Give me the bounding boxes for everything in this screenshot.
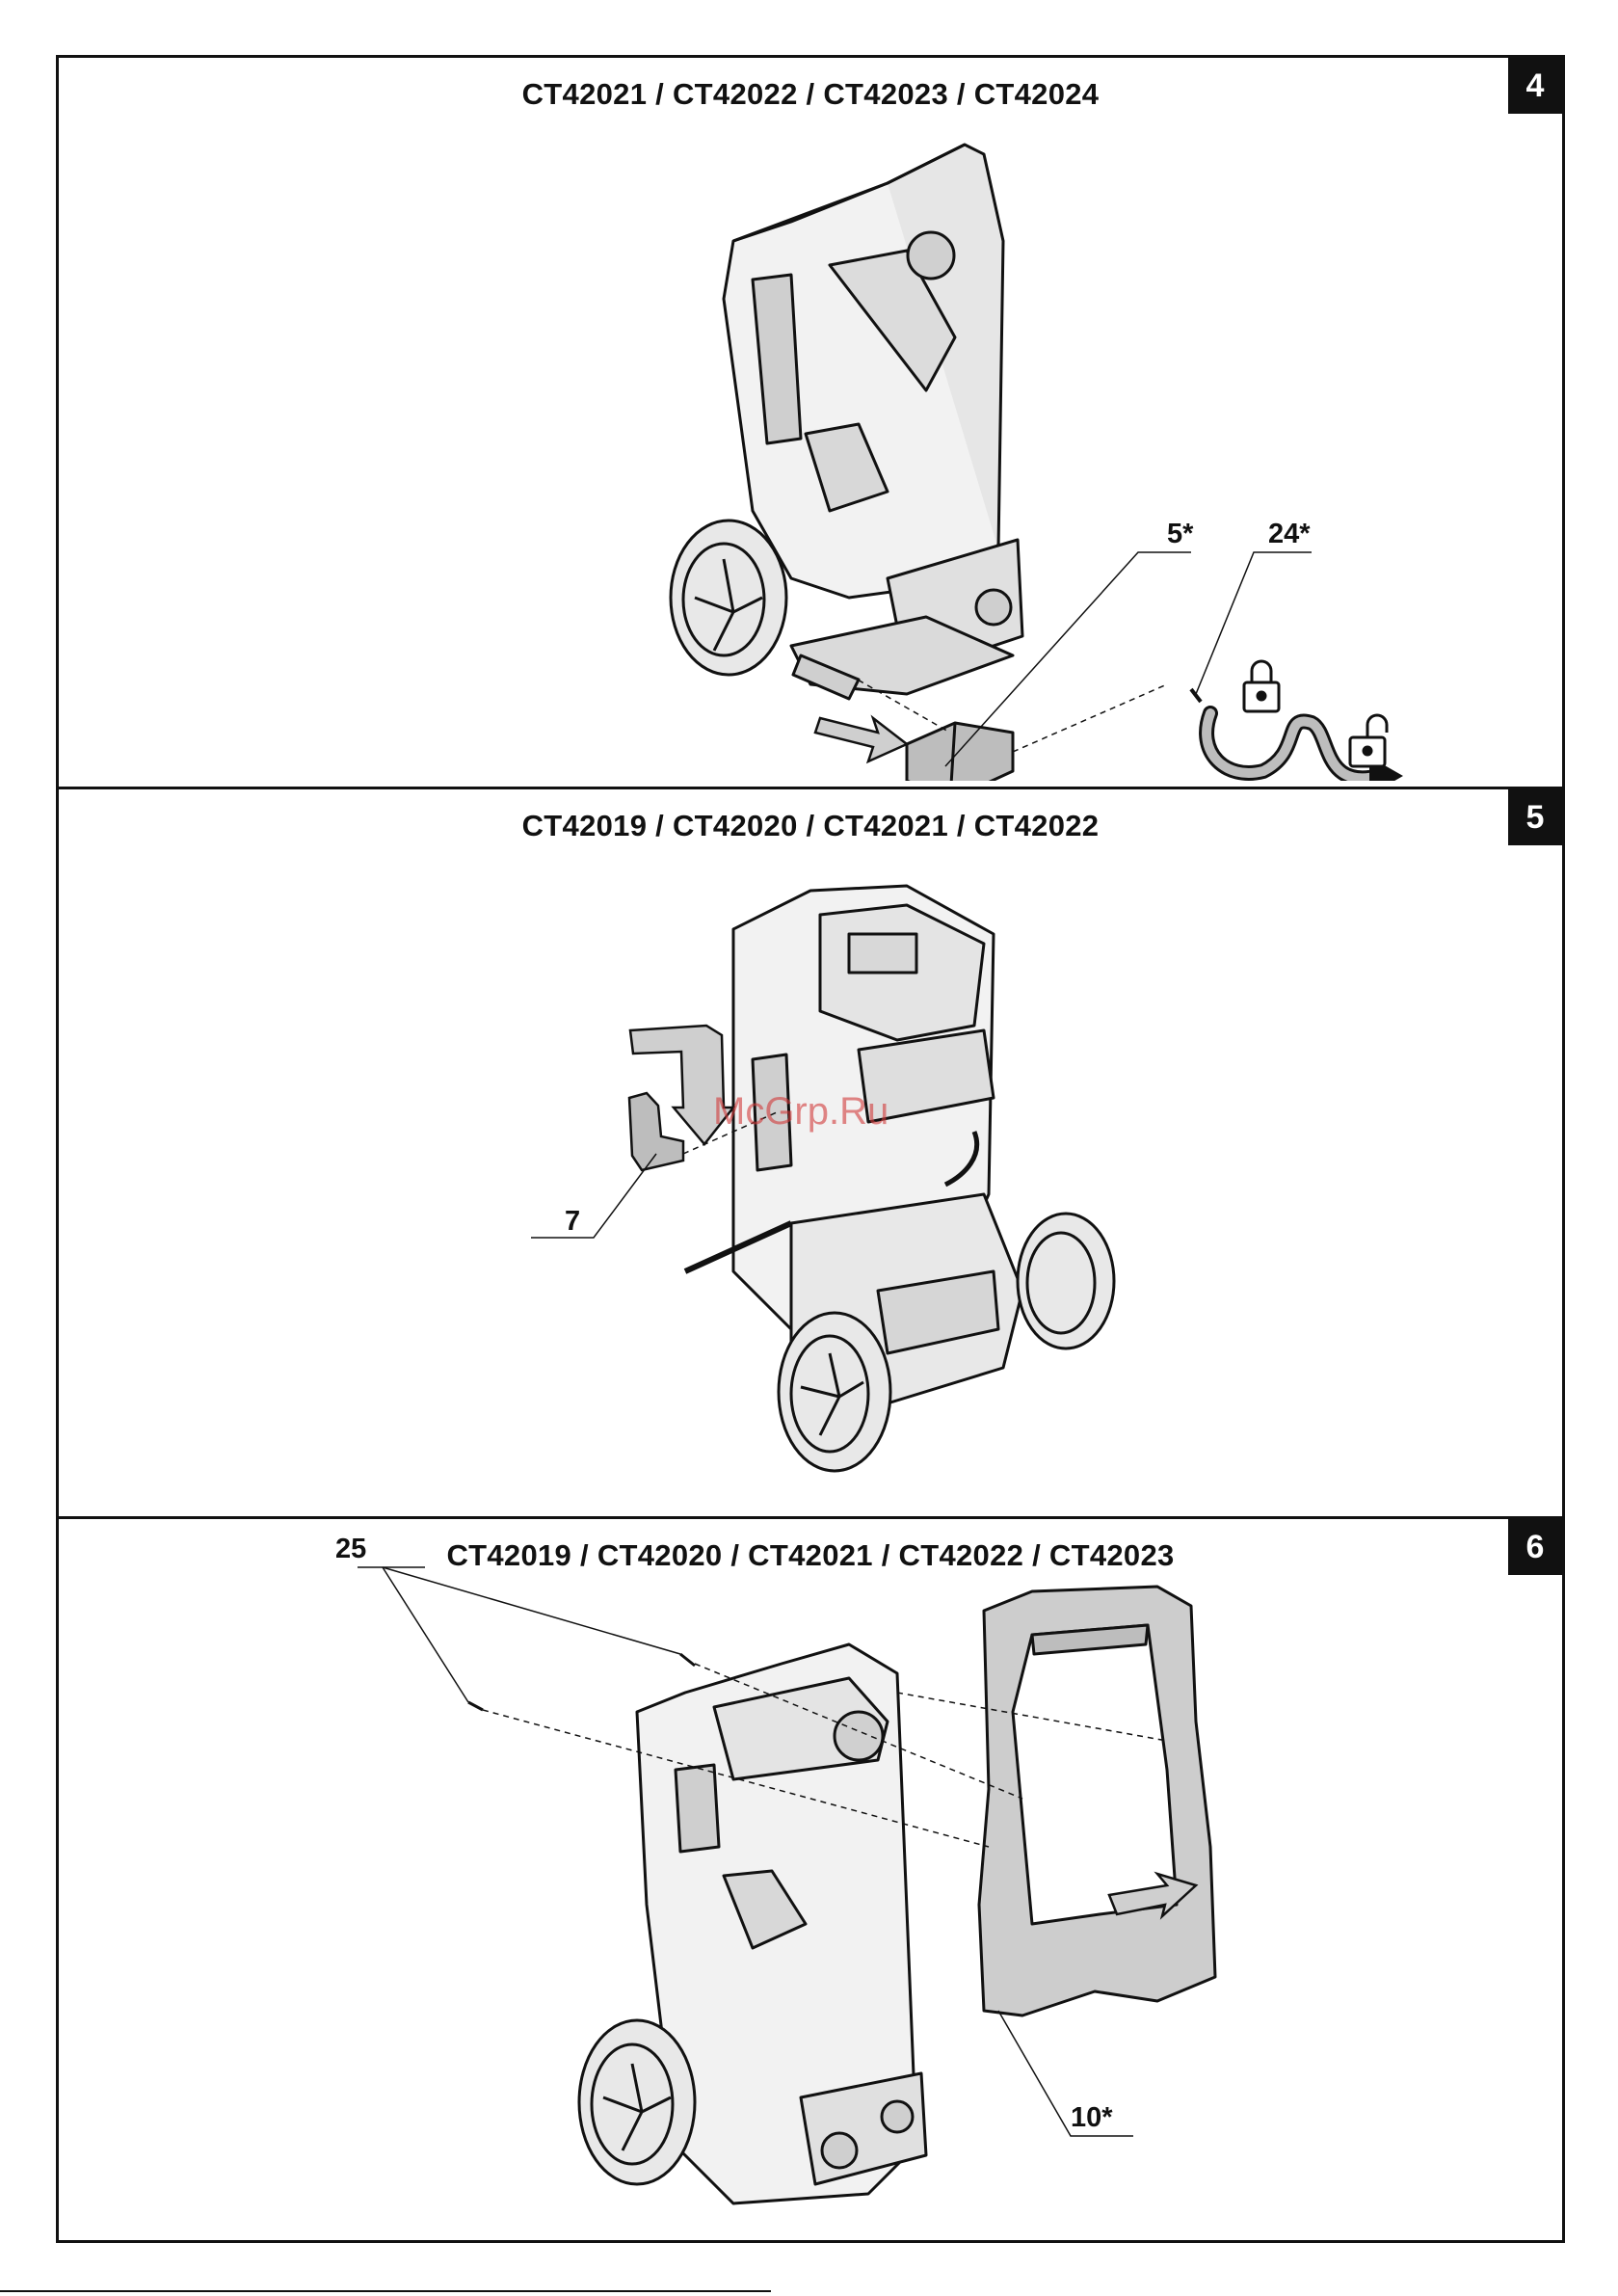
callout-label: 24*: [1268, 519, 1311, 550]
callout-label: 5*: [1167, 519, 1193, 550]
manual-page-frame: CT42021 / CT42022 / CT42023 / CT42024 4: [56, 55, 1565, 2243]
pressure-washer-illustration: [59, 789, 1562, 1512]
unlock-icon: [1350, 715, 1387, 766]
panel-5: CT42019 / CT42020 / CT42021 / CT42022 5: [59, 787, 1562, 1516]
lock-icon: [1244, 661, 1279, 711]
callout-label: 10*: [1071, 2102, 1113, 2134]
watermark: McGrp.Ru: [713, 1090, 889, 1134]
pressure-washer-illustration: [59, 58, 1562, 781]
push-arrow-icon: [815, 718, 907, 761]
panel-6: CT42019 / CT42020 / CT42021 / CT42022 / …: [59, 1516, 1562, 2240]
hose-hook-illustration: [629, 1093, 683, 1170]
callout-label: 25: [335, 1534, 366, 1565]
screw-icon: [1191, 689, 1201, 702]
footer-divider: [0, 2290, 771, 2292]
panel-4: CT42021 / CT42022 / CT42023 / CT42024 4: [59, 58, 1562, 787]
pressure-washer-illustration: [59, 1519, 1562, 2242]
callout-label: 7: [565, 1206, 580, 1238]
